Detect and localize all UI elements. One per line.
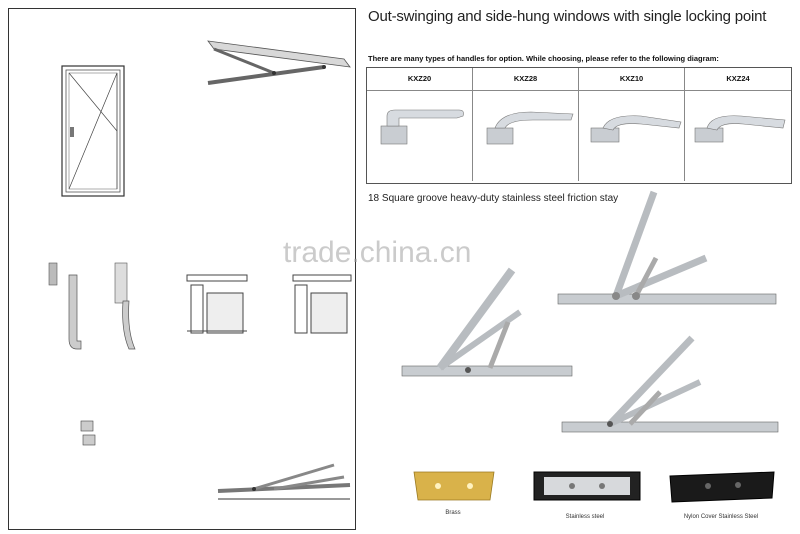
- stainless-plate-image: [533, 471, 641, 501]
- friction-stay-image-right: [561, 335, 779, 433]
- handle-cell-kxz20: KXZ20: [367, 68, 473, 181]
- handle-image-kxz10: [590, 115, 682, 143]
- handle-cell-kxz28: KXZ28: [473, 68, 579, 181]
- handle-image-kxz24: [694, 115, 786, 143]
- watermark: trade.china.cn: [283, 236, 472, 269]
- brass-plate-image: [413, 471, 495, 501]
- profile-section-1: [186, 274, 248, 334]
- handle-options-note: There are many types of handles for opti…: [368, 54, 719, 63]
- material-label: Brass: [445, 510, 461, 516]
- friction-stay-label: 18 Square groove heavy-duty stainless st…: [368, 193, 619, 204]
- stay-drawing-top: [207, 40, 351, 85]
- handle-cell-kxz24: KXZ24: [685, 68, 791, 181]
- keeper-detail: [80, 420, 96, 446]
- handle-image-kxz20: [380, 109, 464, 145]
- handle-side-view-1: [48, 262, 82, 350]
- nylon-cover-plate-image: [669, 471, 775, 503]
- handle-model-label: KXZ24: [685, 68, 791, 91]
- profile-section-2: [292, 274, 352, 334]
- handle-cell-kxz10: KXZ10: [579, 68, 685, 181]
- handle-model-label: KXZ28: [473, 68, 578, 91]
- handle-model-label: KXZ20: [367, 68, 472, 91]
- friction-stay-image-top: [557, 190, 777, 305]
- handle-model-label: KXZ10: [579, 68, 684, 91]
- window-elevation-drawing: [61, 65, 125, 197]
- technical-drawing-panel: [8, 8, 356, 530]
- handle-image-kxz28: [486, 111, 574, 145]
- friction-stay-image-left: [401, 267, 573, 377]
- handle-side-view-2: [114, 262, 136, 350]
- page-title: Out-swinging and side-hung windows with …: [368, 8, 767, 25]
- material-label: Nylon Cover Stainless Steel: [683, 514, 759, 520]
- handle-options-table: KXZ20 KXZ28 KXZ10 KXZ24: [366, 67, 792, 184]
- stay-drawing-bottom: [217, 463, 351, 500]
- material-label: Stainless steel: [565, 514, 605, 520]
